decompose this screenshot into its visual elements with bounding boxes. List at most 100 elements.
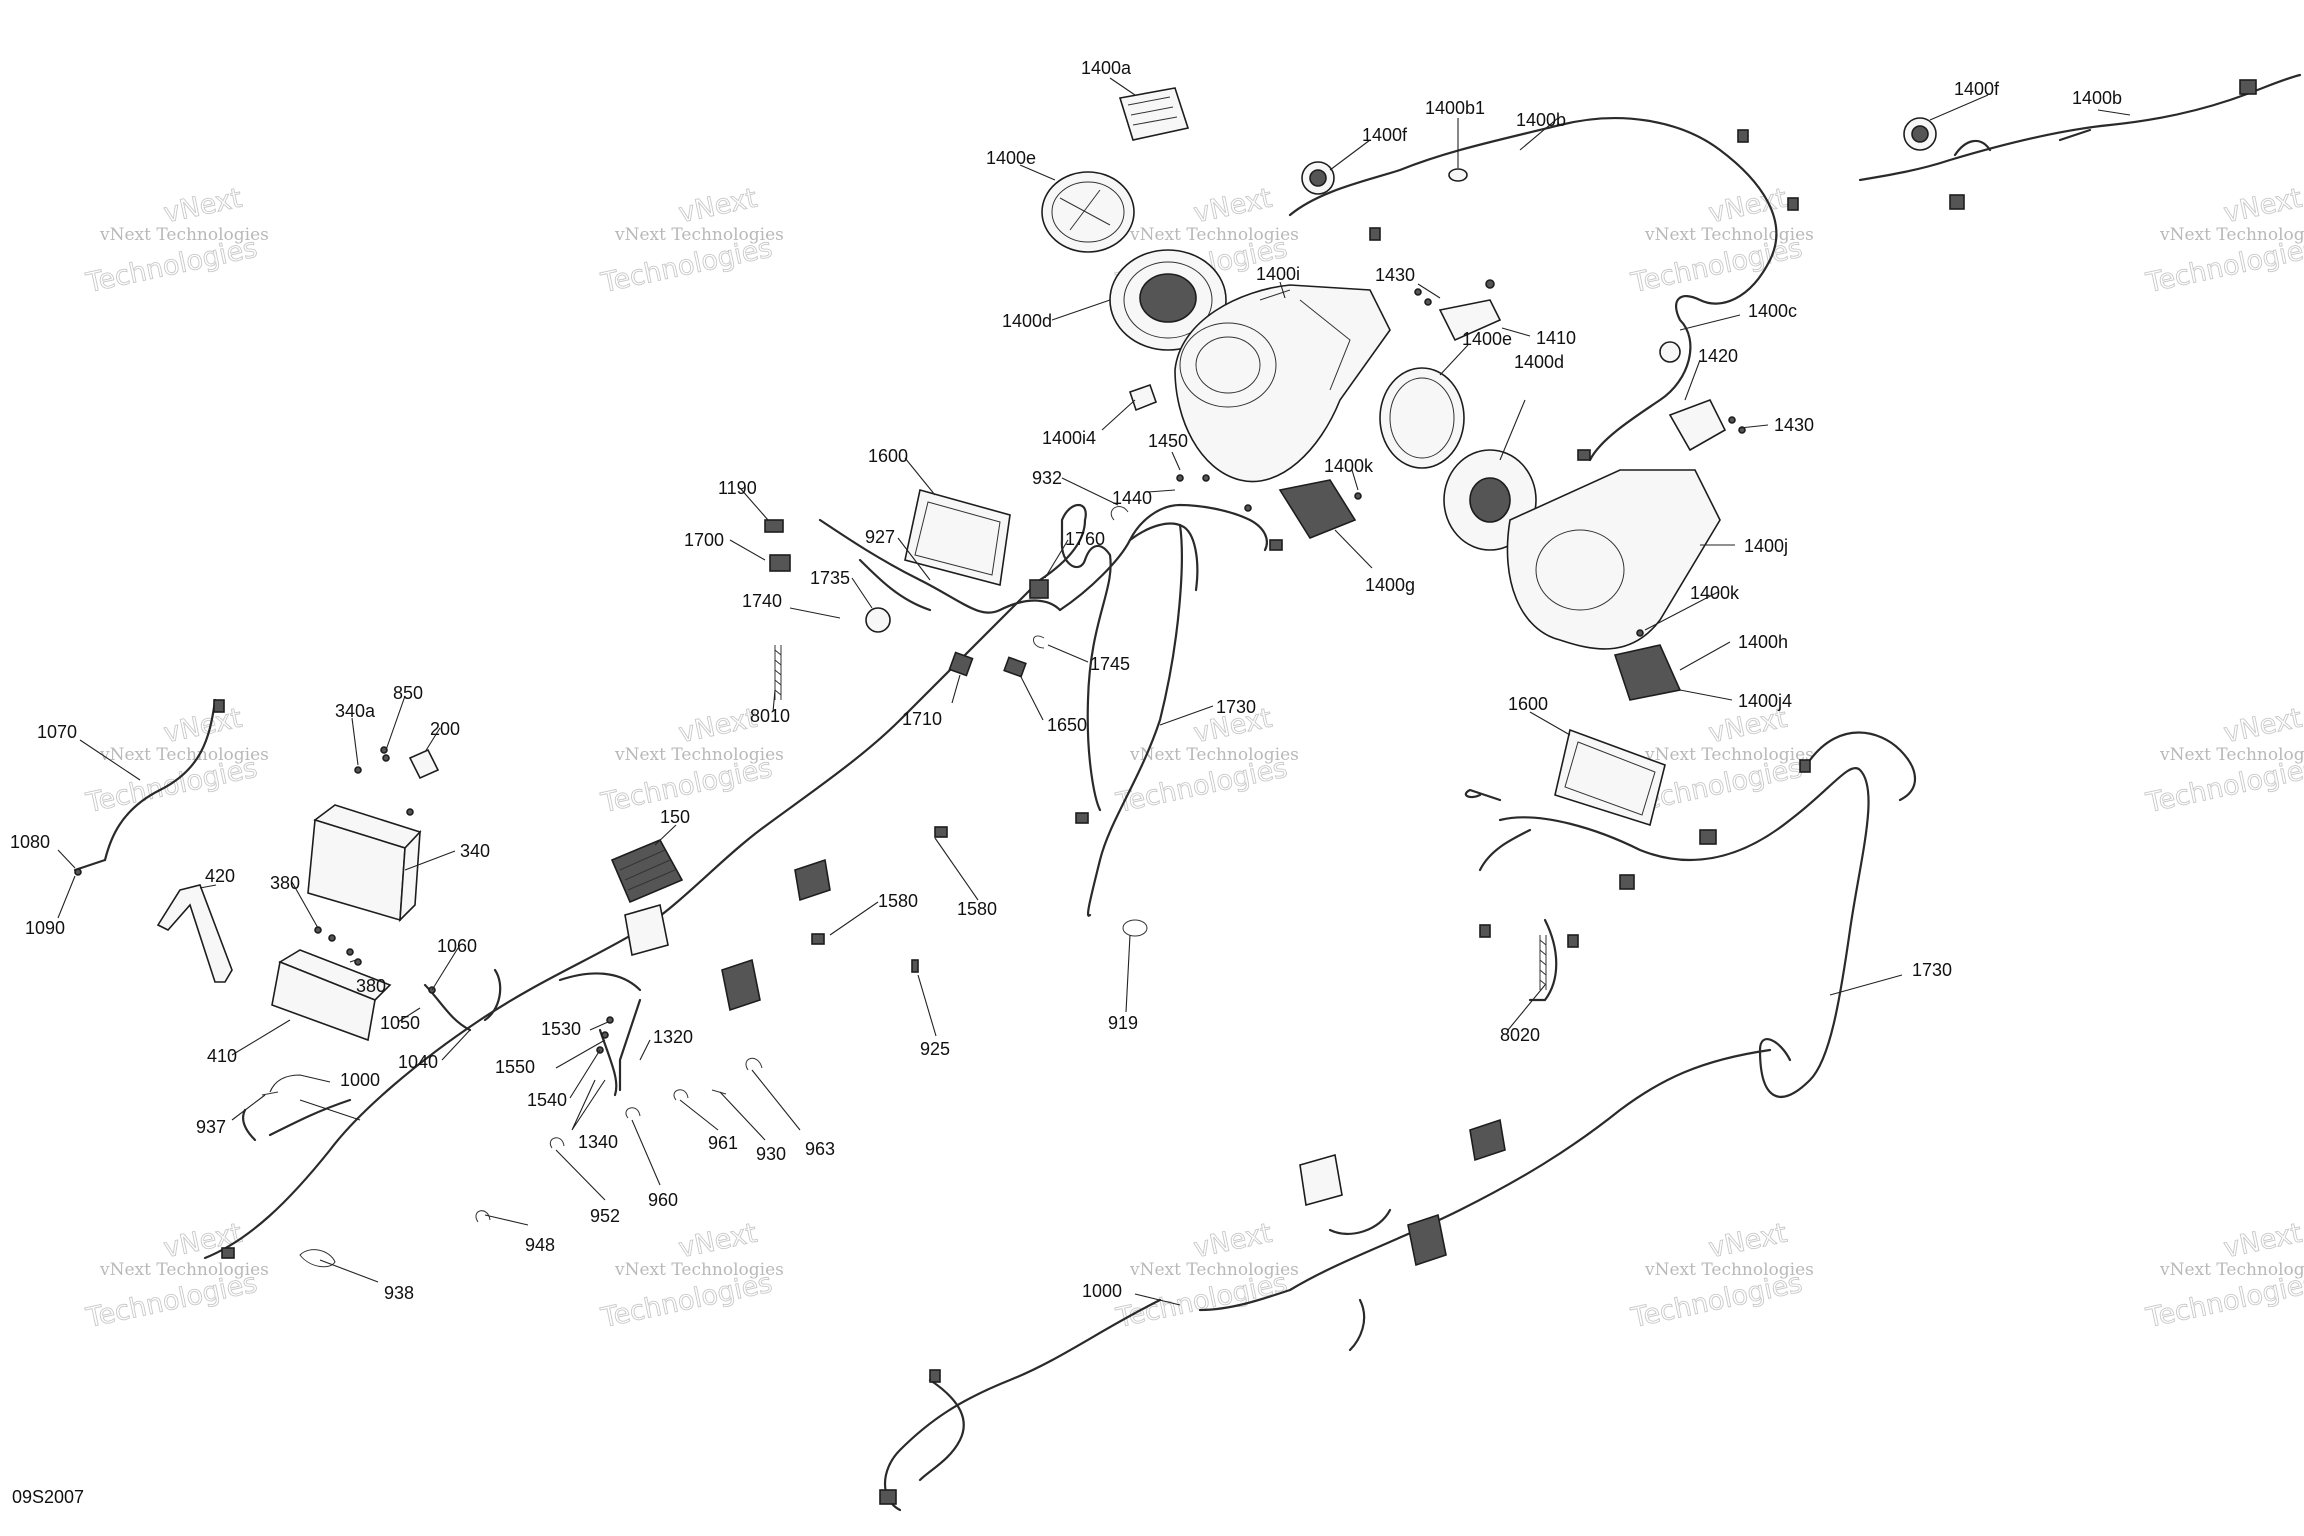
callout-label: 930 [756, 1144, 786, 1164]
callout-label: 420 [205, 866, 235, 886]
connector-1190 [764, 519, 784, 533]
watermark-overlay: vNext [2221, 183, 2304, 230]
tweeter-1400f-right [1903, 117, 1937, 151]
watermark-overlay: vNext [1191, 1218, 1275, 1265]
connector-1760 [1029, 579, 1049, 599]
watermark-line1: vNext Technologies [1129, 225, 1299, 245]
callout-label: 1400k [1690, 583, 1740, 603]
leader-lines [57, 77, 2131, 1306]
callout-label: 1400i4 [1042, 428, 1096, 448]
callout-label: 1040 [398, 1052, 438, 1072]
grommet-1400c [1659, 341, 1681, 363]
watermark-line1: vNext Technologies [2159, 225, 2304, 245]
speaker-grille-1400e [1041, 171, 1135, 253]
callout-label: 1400j4 [1738, 691, 1792, 711]
watermark-line1: vNext Technologies [1644, 1260, 1814, 1280]
callout-label: 1400a [1081, 58, 1132, 78]
watermark-line1: vNext Technologies [1129, 1260, 1299, 1280]
watermark-line1: vNext Technologies [614, 745, 784, 765]
callout-label: 1450 [1148, 431, 1188, 451]
clip-937 [261, 1091, 279, 1096]
callout-label: 1070 [37, 722, 77, 742]
callout-label: 1600 [868, 446, 908, 466]
callout-label: 1060 [437, 936, 477, 956]
amplifier-1420 [1668, 398, 1727, 452]
module-1400h [1613, 644, 1682, 701]
callout-label: 1400f [1954, 79, 2000, 99]
callout-label: 380 [356, 976, 386, 996]
callout-label: 1000 [1082, 1281, 1122, 1301]
callout-label: 1400h [1738, 632, 1788, 652]
callout-label: 1400j [1744, 536, 1788, 556]
instrument-cluster-1600-left [904, 489, 1011, 587]
harness-connectors [213, 79, 2257, 1505]
watermark-line1: vNext Technologies [99, 225, 269, 245]
watermark-overlay: vNext [161, 703, 245, 750]
callout-label: 200 [430, 719, 460, 739]
parts-layer [74, 79, 2257, 1505]
speaker-grille-1400e-right [1379, 367, 1465, 469]
callout-label: 1430 [1375, 265, 1415, 285]
callout-label: 1710 [902, 709, 942, 729]
tweeter-1400f-left [1301, 161, 1335, 195]
clip-919 [1122, 919, 1148, 937]
watermark-line1: vNext Technologies [2159, 1260, 2304, 1280]
callout-label: 1400e [986, 148, 1036, 168]
callout-label: 1400i [1256, 264, 1300, 284]
callout-label: 1000 [340, 1070, 380, 1090]
clip-952 [549, 1137, 565, 1149]
callout-label: 8020 [1500, 1025, 1540, 1045]
watermark-line1: vNext Technologies [1129, 745, 1299, 765]
callout-label: 1760 [1065, 529, 1105, 549]
callout-label: 927 [865, 527, 895, 547]
battery-340 [307, 804, 422, 923]
clip-938 [299, 1249, 336, 1268]
watermark-overlay: vNext [676, 1218, 760, 1265]
callout-label: 340 [460, 841, 490, 861]
callout-label: 1320 [653, 1027, 693, 1047]
callout-label: 1700 [684, 530, 724, 550]
ignition-switch-1735 [865, 607, 891, 633]
callout-label: 1650 [1047, 715, 1087, 735]
watermark-line1: vNext Technologies [614, 1260, 784, 1280]
callout-label: 1190 [718, 478, 757, 498]
callout-label: 1580 [878, 891, 918, 911]
screws [74, 279, 1746, 1054]
watermark-line1: vNext Technologies [1644, 225, 1814, 245]
callout-label: 960 [648, 1190, 678, 1210]
watermark-overlay: vNext [1706, 183, 1790, 230]
clip-930 [711, 1089, 727, 1095]
callout-label: 1400c [1748, 301, 1797, 321]
callout-label: 1730 [1216, 697, 1256, 717]
callout-label: 1400d [1002, 311, 1052, 331]
clip-1745 [1033, 635, 1045, 649]
speaker-housing-1400j [1506, 469, 1721, 650]
battery-tray-410 [271, 949, 392, 1042]
callout-label: 1090 [25, 918, 65, 938]
callout-label: 8010 [750, 706, 790, 726]
watermark-line1: vNext Technologies [1644, 745, 1814, 765]
coil-cord-8010 [774, 645, 782, 700]
callout-label: 938 [384, 1283, 414, 1303]
callout-label: 1400e [1462, 329, 1512, 349]
callout-label: 963 [805, 1139, 835, 1159]
callout-label: 925 [920, 1039, 950, 1059]
callout-label: 1550 [495, 1057, 535, 1077]
clip-963 [745, 1057, 763, 1071]
connector-1700 [769, 554, 791, 572]
callout-label: 1400b1 [1425, 98, 1485, 118]
callout-label: 932 [1032, 468, 1062, 488]
grommet-1400b1 [1448, 168, 1468, 182]
callout-label: 150 [660, 807, 690, 827]
pad-1400i4 [1128, 383, 1158, 412]
callout-label: 1735 [810, 568, 850, 588]
callout-label: 1730 [1912, 960, 1952, 980]
clip-948 [475, 1210, 491, 1223]
